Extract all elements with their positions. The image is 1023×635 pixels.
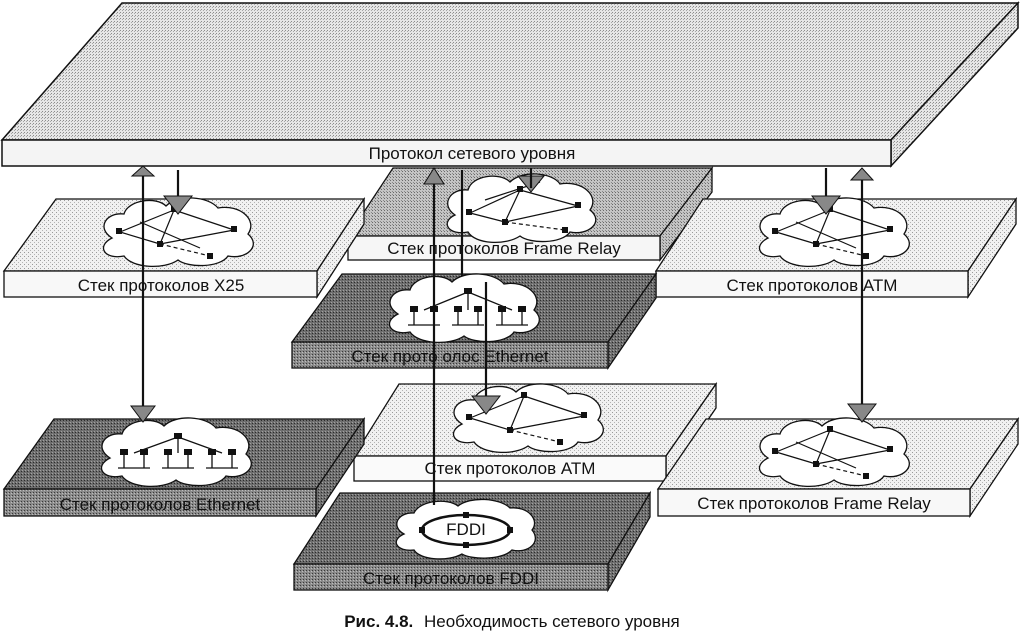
label-x25: Стек протоколов X25 (78, 276, 245, 295)
stack-x25: Стек протоколов X25 (2, 196, 366, 300)
top-plane-label: Протокол сетевого уровня (369, 144, 576, 163)
connector-right (810, 167, 878, 423)
stack-ethernet-lower: Стек протоколов Ethernet (2, 416, 366, 519)
stack-frame-relay-lower: Стек протоколов Frame Relay (656, 416, 1020, 519)
connector-center (423, 167, 546, 505)
fddi-ring-label: FDDI (446, 520, 486, 539)
stack-frame-relay-upper: Стек протоколов Frame Relay (346, 166, 714, 262)
stack-fddi: FDDI Стек протоколов FDDI (292, 490, 652, 593)
label-atm-upper: Стек протоколов ATM (727, 276, 898, 295)
connector-left (130, 165, 194, 423)
label-frame-relay-upper: Стек протоколов Frame Relay (387, 239, 621, 258)
stack-ethernet-middle: Стек прото олос Ethernet (290, 271, 658, 371)
label-fddi: Стек протоколов FDDI (363, 569, 539, 588)
label-ethernet-lower: Стек протоколов Ethernet (60, 495, 261, 514)
top-plane: Протокол сетевого уровня (0, 1, 1020, 168)
label-ethernet-middle: Стек прото олос Ethernet (351, 347, 548, 366)
stack-atm-upper: Стек протоколов ATM (654, 196, 1018, 300)
caption-prefix: Рис. 4.8. (344, 612, 413, 631)
caption-text: Необходимость сетевого уровня (424, 612, 680, 631)
label-frame-relay-lower: Стек протоколов Frame Relay (697, 494, 931, 513)
label-atm-lower: Стек протоколов ATM (425, 459, 596, 478)
figure-caption: Рис. 4.8. Необходимость сетевого уровня (344, 612, 680, 631)
stack-atm-lower: Стек протоколов ATM (352, 381, 718, 484)
